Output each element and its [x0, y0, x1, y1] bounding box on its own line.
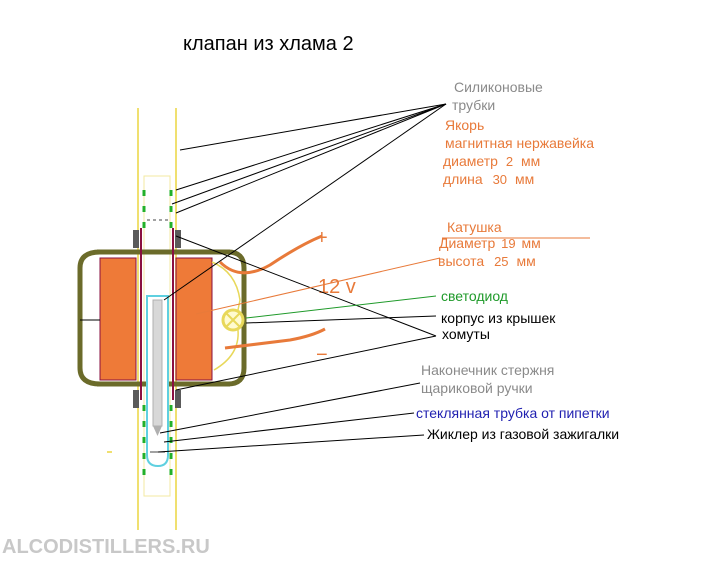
label-armature: Якорь — [445, 117, 484, 133]
led-wire-bottom — [213, 329, 239, 371]
inner-silicone-tube — [143, 175, 171, 497]
power-wire-plus — [218, 234, 323, 275]
clamp-top-right — [175, 230, 181, 248]
armature-diameter-unit: мм — [521, 153, 540, 169]
diagram-title: клапан из хлама 2 — [183, 33, 354, 55]
label-armature-material: магнитная нержавейка — [445, 135, 594, 151]
leader-lines — [157, 103, 447, 453]
led-wire-top — [211, 261, 241, 311]
clamp-bottom-right — [175, 390, 181, 408]
label-armature-length: длина 30 мм — [443, 171, 534, 187]
rod-tip — [153, 426, 162, 436]
clamp-bottom-left — [133, 390, 139, 408]
armature-diameter-label: диаметр — [443, 153, 498, 169]
label-body: корпус из крышек — [441, 310, 556, 326]
armature-length-label: длина — [443, 171, 483, 187]
coil-diameter-unit: мм — [521, 235, 540, 251]
coil-left — [99, 257, 137, 381]
coil-right — [175, 257, 213, 381]
leader-led — [245, 295, 437, 319]
clamp-top-left — [133, 230, 139, 248]
label-coil-diameter: Диаметр 19 мм — [439, 235, 541, 251]
label-rod-tip-line1: Наконечник стержня — [421, 362, 554, 378]
site-watermark: ALCODISTILLERS.RU — [2, 536, 210, 558]
armature-rod — [152, 299, 163, 427]
armature-diameter-value: 2 — [506, 154, 513, 169]
led-cross-2 — [225, 312, 241, 328]
label-coil: Катушка — [447, 219, 502, 235]
armature-length-unit: мм — [515, 171, 534, 187]
coil-height-unit: мм — [516, 253, 535, 269]
label-jet: Жиклер из газовой зажигалки — [427, 426, 619, 442]
label-rod-tip-line2: щариковой ручки — [421, 380, 533, 396]
label-glass-tube: стеклянная трубка от пипетки — [416, 405, 610, 421]
armature-length-value: 30 — [493, 172, 507, 187]
coil-diameter-value: 19 — [501, 236, 515, 251]
voltage-label: 12 v — [318, 276, 356, 298]
label-led: светодиод — [441, 288, 508, 304]
coil-height-value: 25 — [494, 254, 508, 269]
label-silicone-line2: трубки — [452, 97, 495, 113]
plus-sign: + — [316, 227, 328, 249]
label-armature-diameter: диаметр 2 мм — [443, 153, 540, 169]
power-wire-minus — [224, 327, 326, 350]
minus-sign: − — [316, 344, 328, 366]
label-silicone-line1: Силиконовые — [454, 79, 543, 95]
coil-height-label: высота — [438, 253, 484, 269]
label-clamps: хомуты — [442, 326, 490, 342]
label-coil-height: высота 25 мм — [438, 253, 536, 269]
leader-coil — [195, 257, 441, 315]
coil-diameter-label: Диаметр — [439, 235, 495, 251]
